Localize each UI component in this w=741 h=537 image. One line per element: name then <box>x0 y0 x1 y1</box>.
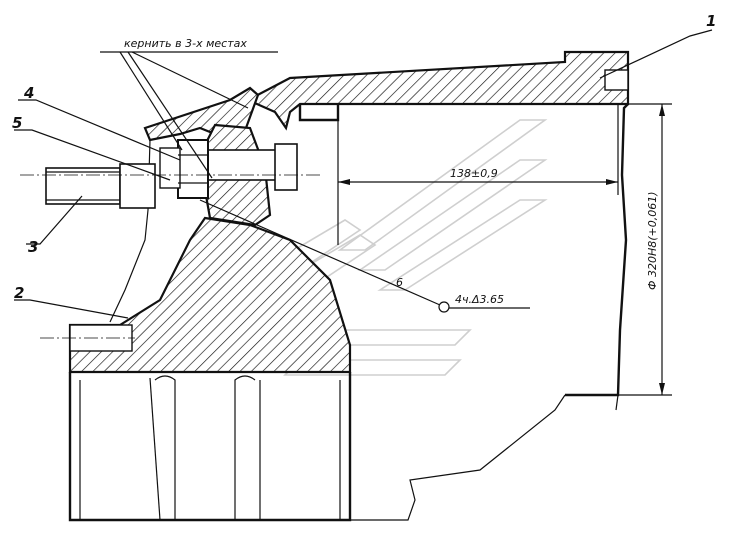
centerlines <box>20 174 320 339</box>
angle-mark: 6 <box>396 276 403 289</box>
length-dimension-text: 138±0,9 <box>450 167 498 180</box>
watermark-logo <box>233 119 548 376</box>
nut-part-4 <box>159 139 209 199</box>
hole-note: 4ч.Δ3.65 <box>455 293 504 306</box>
length-dimension: 138±0,9 <box>338 104 619 195</box>
punch-note: кернить в 3-х местах <box>124 37 247 50</box>
callout-4: 4 <box>23 84 34 102</box>
bolt-part-3 <box>45 143 298 209</box>
diameter-dimension-text: Ф 320Н8(+0,061) <box>646 191 659 290</box>
callout-1: 1 <box>706 12 716 30</box>
callout-5: 5 <box>12 114 22 132</box>
leader-lines <box>14 29 713 319</box>
callout-2: 2 <box>14 284 24 302</box>
diameter-dimension: Ф 320Н8(+0,061) <box>618 103 672 396</box>
callout-3: 3 <box>28 238 38 256</box>
housing-part-1 <box>245 50 630 521</box>
